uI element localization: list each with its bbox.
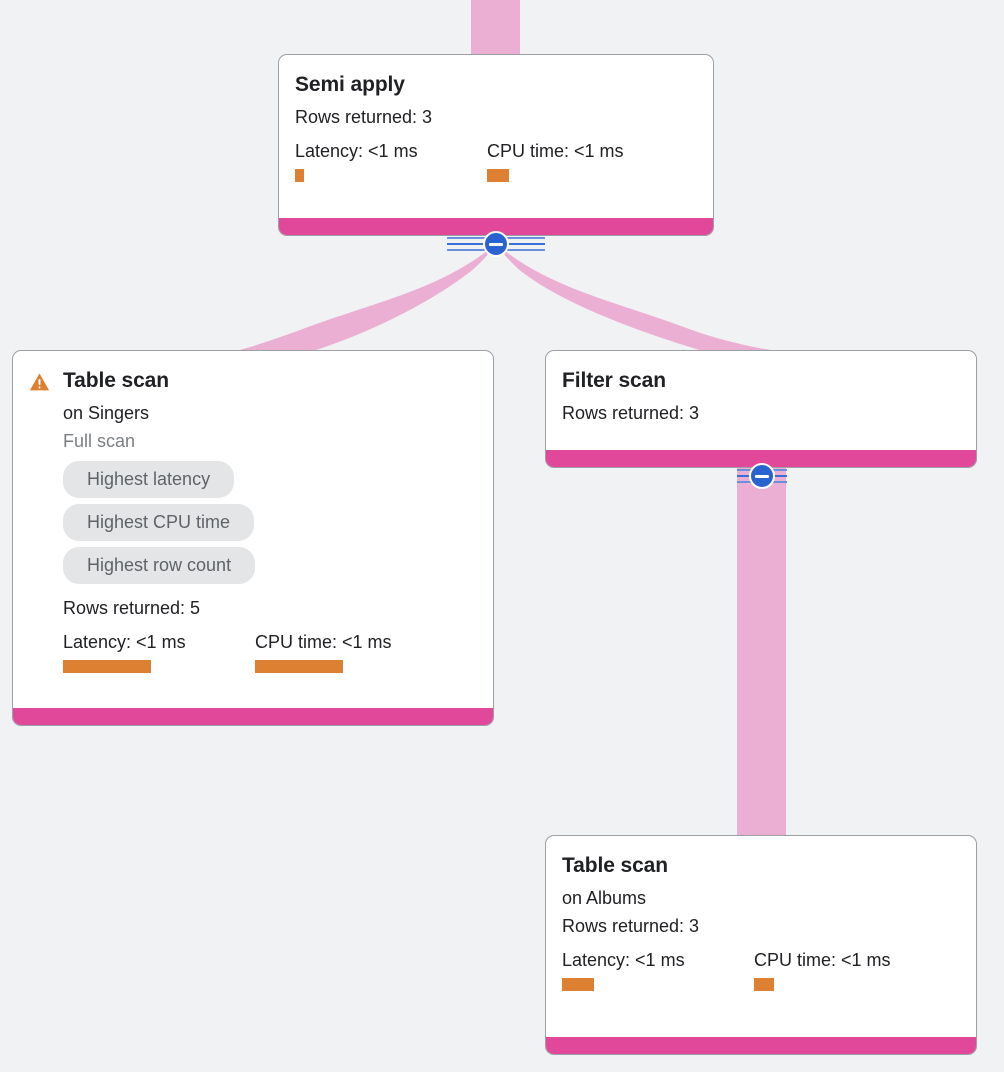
rows-returned-label: Rows returned: 3 [562, 403, 700, 423]
metric-latency-bar [63, 660, 151, 673]
node-title: Filter scan [562, 369, 666, 392]
metric-cpu-time: CPU time: <1 ms [487, 141, 624, 182]
metric-cpu-time-label: CPU time: <1 ms [754, 950, 891, 970]
edge-into-semi-apply [471, 0, 520, 56]
chip-highest-latency[interactable]: Highest latency [63, 461, 235, 498]
node-body: Table scan on Singers Full scan Highest … [13, 351, 493, 708]
metrics-row: Latency: <1 ms CPU time: <1 ms [29, 632, 477, 673]
edge-semi-apply-to-table-scan-singers [232, 244, 496, 352]
node-scan-type: Full scan [63, 431, 136, 451]
chip-highest-row-count[interactable]: Highest row count [63, 547, 256, 584]
node-title: Table scan [63, 369, 169, 392]
metric-latency-bar [562, 978, 594, 991]
warning-triangle-icon [29, 372, 50, 392]
rows-returned-label: Rows returned: 3 [562, 916, 700, 936]
chip-row: Highest latency [63, 461, 477, 504]
metric-latency-bar [295, 169, 304, 182]
node-body: Filter scan Rows returned: 3 [546, 351, 976, 450]
metric-cpu-time-bar [255, 660, 343, 673]
node-title-row: Table scan [562, 853, 960, 879]
node-chip-list: Highest latency Highest CPU time Highest… [29, 461, 477, 590]
node-accent-bar [546, 1037, 976, 1054]
node-accent-bar [13, 708, 493, 725]
edge-semi-apply-to-filter-scan [496, 244, 784, 352]
plan-node-semi-apply[interactable]: Semi apply Rows returned: 3 Latency: <1 … [278, 54, 714, 236]
plan-node-table-scan-albums[interactable]: Table scan on Albums Rows returned: 3 La… [545, 835, 977, 1055]
metric-latency: Latency: <1 ms [562, 950, 754, 991]
metric-cpu-time-bar [487, 169, 509, 182]
metrics-row: Latency: <1 ms CPU time: <1 ms [562, 950, 960, 991]
chip-row: Highest CPU time [63, 504, 477, 547]
metric-latency-label: Latency: <1 ms [562, 950, 685, 970]
node-title-row: Table scan [29, 368, 477, 394]
metric-cpu-time: CPU time: <1 ms [754, 950, 891, 991]
metric-cpu-time-bar [754, 978, 774, 991]
minus-glyph [489, 242, 503, 246]
metric-cpu-time-label: CPU time: <1 ms [255, 632, 392, 652]
collapse-toggle-semi-apply[interactable] [483, 231, 509, 257]
node-title: Semi apply [295, 73, 405, 96]
node-body: Semi apply Rows returned: 3 Latency: <1 … [279, 55, 713, 218]
metric-latency-label: Latency: <1 ms [63, 632, 186, 652]
node-body: Table scan on Albums Rows returned: 3 La… [546, 836, 976, 1037]
metric-cpu-time: CPU time: <1 ms [255, 632, 392, 673]
metrics-row: Latency: <1 ms CPU time: <1 ms [295, 141, 697, 182]
node-subtitle: on Singers [63, 403, 150, 423]
node-title: Table scan [562, 854, 668, 877]
minus-glyph [755, 474, 769, 478]
metric-latency: Latency: <1 ms [63, 632, 255, 673]
edge-filter-scan-to-table-scan-albums [737, 466, 786, 844]
minus-circle-icon [483, 231, 509, 257]
metric-latency: Latency: <1 ms [295, 141, 487, 182]
plan-node-filter-scan[interactable]: Filter scan Rows returned: 3 [545, 350, 977, 468]
node-title-row: Semi apply [295, 72, 697, 98]
metric-latency-label: Latency: <1 ms [295, 141, 418, 161]
metric-cpu-time-label: CPU time: <1 ms [487, 141, 624, 161]
node-accent-bar [279, 218, 713, 235]
node-subtitle: on Albums [562, 888, 647, 908]
node-title-row: Filter scan [562, 368, 960, 394]
chip-row: Highest row count [63, 547, 477, 590]
rows-returned-label: Rows returned: 3 [295, 107, 433, 127]
node-accent-bar [546, 450, 976, 467]
rows-returned-label: Rows returned: 5 [63, 598, 201, 618]
chip-highest-cpu-time[interactable]: Highest CPU time [63, 504, 255, 541]
collapse-toggle-filter-scan[interactable] [749, 463, 775, 489]
plan-node-table-scan-singers[interactable]: Table scan on Singers Full scan Highest … [12, 350, 494, 726]
